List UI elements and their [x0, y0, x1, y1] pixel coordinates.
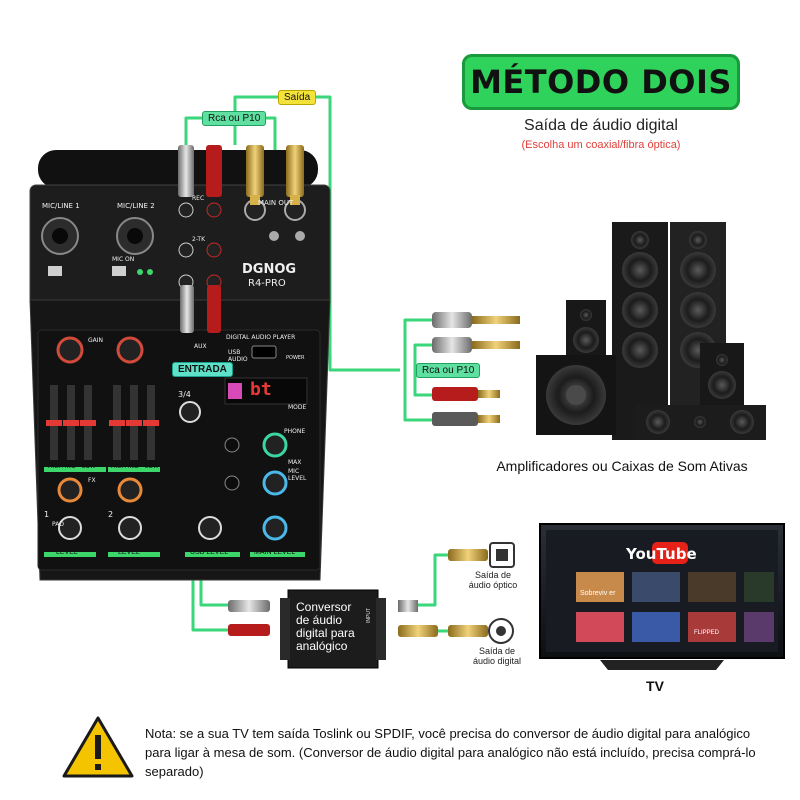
usb-audio-label: USB AUDIO [228, 349, 248, 363]
converter-line-2: de áudio [296, 613, 343, 627]
eq-high-1: HIGH [48, 464, 63, 470]
max-label: MAX [288, 459, 302, 466]
mic-on-label: MIC ON [112, 256, 135, 263]
converter-label: Conversor de áudio digital para analógic… [296, 601, 376, 653]
cable-optical-route [405, 553, 460, 607]
mode-label: MODE [288, 404, 307, 411]
mic-level-label: MIC LEVEL [288, 468, 307, 482]
speaker-plugs [432, 312, 520, 426]
subtitle: Saída de áudio digital [524, 117, 678, 134]
aux-label: AUX [194, 343, 207, 350]
optical-caption-line-2: áudio óptico [468, 580, 518, 590]
converter-line-4: analógico [296, 639, 348, 653]
rca-p10-mid-tag: Rca ou P10 [416, 363, 481, 378]
eq-low-2: LOW [145, 464, 159, 470]
entrada-tag: ENTRADA [172, 362, 233, 377]
mic-line-1-label: MIC/LINE 1 [42, 202, 80, 210]
cable-speaker-branch2 [413, 343, 432, 397]
main-out-label: MAIN OUT [258, 199, 294, 207]
title-banner: MÉTODO DOIS [462, 54, 740, 110]
channel-2-number: 2 [108, 510, 114, 519]
tv-caption: TV [646, 678, 664, 694]
mixer [29, 145, 331, 581]
phone-label: PHONE [284, 428, 306, 435]
channel-1-number: 1 [44, 510, 50, 519]
rca-p10-top-tag: Rca ou P10 [202, 111, 267, 126]
eq-high-2: HIGH [111, 464, 126, 470]
gain-label: GAIN [88, 337, 104, 344]
main-level-label: MAIN LEVEL [254, 549, 296, 556]
converter-line-1: Conversor [296, 600, 352, 614]
saida-tag: Saída [278, 90, 317, 105]
usb-level-label: USB LEVEL [190, 549, 229, 556]
tv-tile-7: FLIPPED [694, 630, 720, 636]
speakers-caption: Amplificadores ou Caixas de Som Ativas [496, 458, 748, 474]
channel-34-number: 3/4 [178, 390, 191, 399]
tv [539, 523, 785, 670]
tv-tile-1: Sobreviv er [580, 590, 616, 597]
coax-caption-line-2: áudio digital [472, 656, 522, 666]
eq-mid-2: MID [128, 464, 139, 470]
coax-caption-line-1: Saída de [478, 646, 516, 656]
converter-line-3: digital para [296, 626, 355, 640]
mixer-model: R4-PRO [248, 278, 286, 289]
level-label-1: LEVEL [56, 549, 78, 556]
digital-player-label: DIGITAL AUDIO PLAYER [226, 334, 296, 341]
converter-box [228, 549, 488, 669]
fx-label: FX [88, 477, 96, 484]
optical-caption: Saída de áudio óptico [462, 570, 524, 590]
eq-low-1: LOW [82, 464, 96, 470]
pad-label: PAD [52, 521, 64, 528]
plugs-top [178, 145, 304, 333]
coax-socket [488, 618, 514, 644]
mixer-display-text: bt [250, 379, 272, 400]
coax-caption: Saída de áudio digital [466, 646, 528, 666]
youtube-logo: YouTube [626, 545, 697, 563]
optical-caption-line-1: Saída de [474, 570, 512, 580]
power-label: POWER [286, 355, 305, 361]
2tk-label: 2-TK [192, 236, 206, 243]
subtitle-note: (Escolha um coaxial/fibra óptica) [521, 139, 681, 151]
warning-icon [62, 716, 134, 778]
warning-note: Nota: se a sua TV tem saída Toslink ou S… [145, 726, 756, 779]
eq-mid-1: MID [65, 464, 76, 470]
rec-label: REC [192, 195, 205, 202]
mixer-brand: DGNOG [242, 262, 297, 277]
mic-line-2-label: MIC/LINE 2 [117, 202, 155, 210]
page-title: MÉTODO DOIS [470, 63, 732, 101]
cable-speaker-branch [403, 318, 432, 422]
eq-faders [46, 385, 159, 460]
level-label-2: LEVEL [118, 549, 140, 556]
speaker-system [536, 222, 766, 440]
optical-socket [489, 542, 515, 568]
converter-input-label: INPUT [366, 608, 372, 623]
